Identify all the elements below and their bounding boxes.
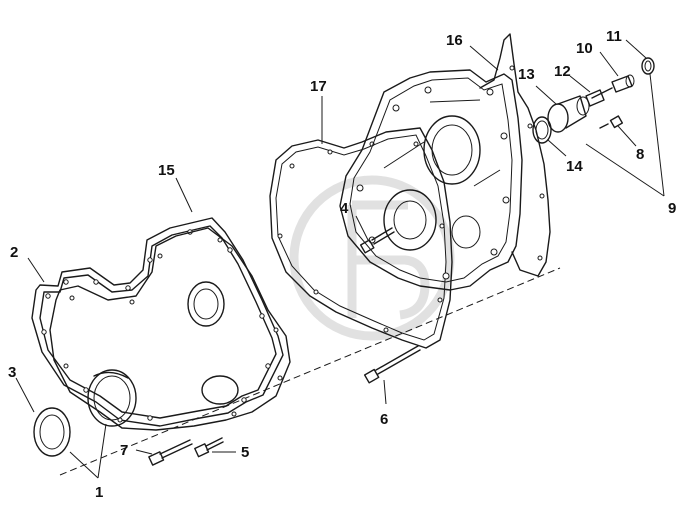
callout-17: 17 [310,78,327,95]
oring-seal [532,116,552,144]
housing-bolt [359,227,395,254]
callout-10: 10 [576,40,593,57]
callout-15: 15 [158,162,175,179]
callout-2: 2 [10,244,18,261]
wear-sleeve [33,407,71,457]
front-cover-gasket [31,217,284,427]
long-housing-bolt [363,345,421,384]
watermark-logo [289,175,455,341]
callout-11: 11 [606,28,622,45]
housing-gasket [479,33,551,277]
callout-3: 3 [8,364,16,381]
assembly-axis [59,267,561,476]
front-gear-cover [49,227,291,431]
callout-13: 13 [518,66,535,83]
drive-gear [547,95,590,133]
callout-14: 14 [566,158,583,175]
callout-6: 6 [380,411,388,428]
callout-4: 4 [340,200,349,217]
callout-1: 1 [95,484,103,501]
front-crankshaft-seal [87,369,137,427]
callout-12: 12 [554,63,571,80]
callout-9: 9 [668,200,676,217]
retaining-ring [641,57,655,75]
cover-screw-long [148,439,193,466]
cover-screw-short [194,437,224,458]
mounting-capscrew [599,115,624,129]
callout-7: 7 [120,442,128,459]
callout-5: 5 [241,444,249,461]
drive-shaft [585,87,613,107]
gear-housing-gasket [269,127,453,349]
leader-lines [15,39,665,479]
gear-housing [339,69,523,291]
callout-8: 8 [636,146,644,163]
drive-coupling [611,74,635,93]
callout-16: 16 [446,32,463,49]
